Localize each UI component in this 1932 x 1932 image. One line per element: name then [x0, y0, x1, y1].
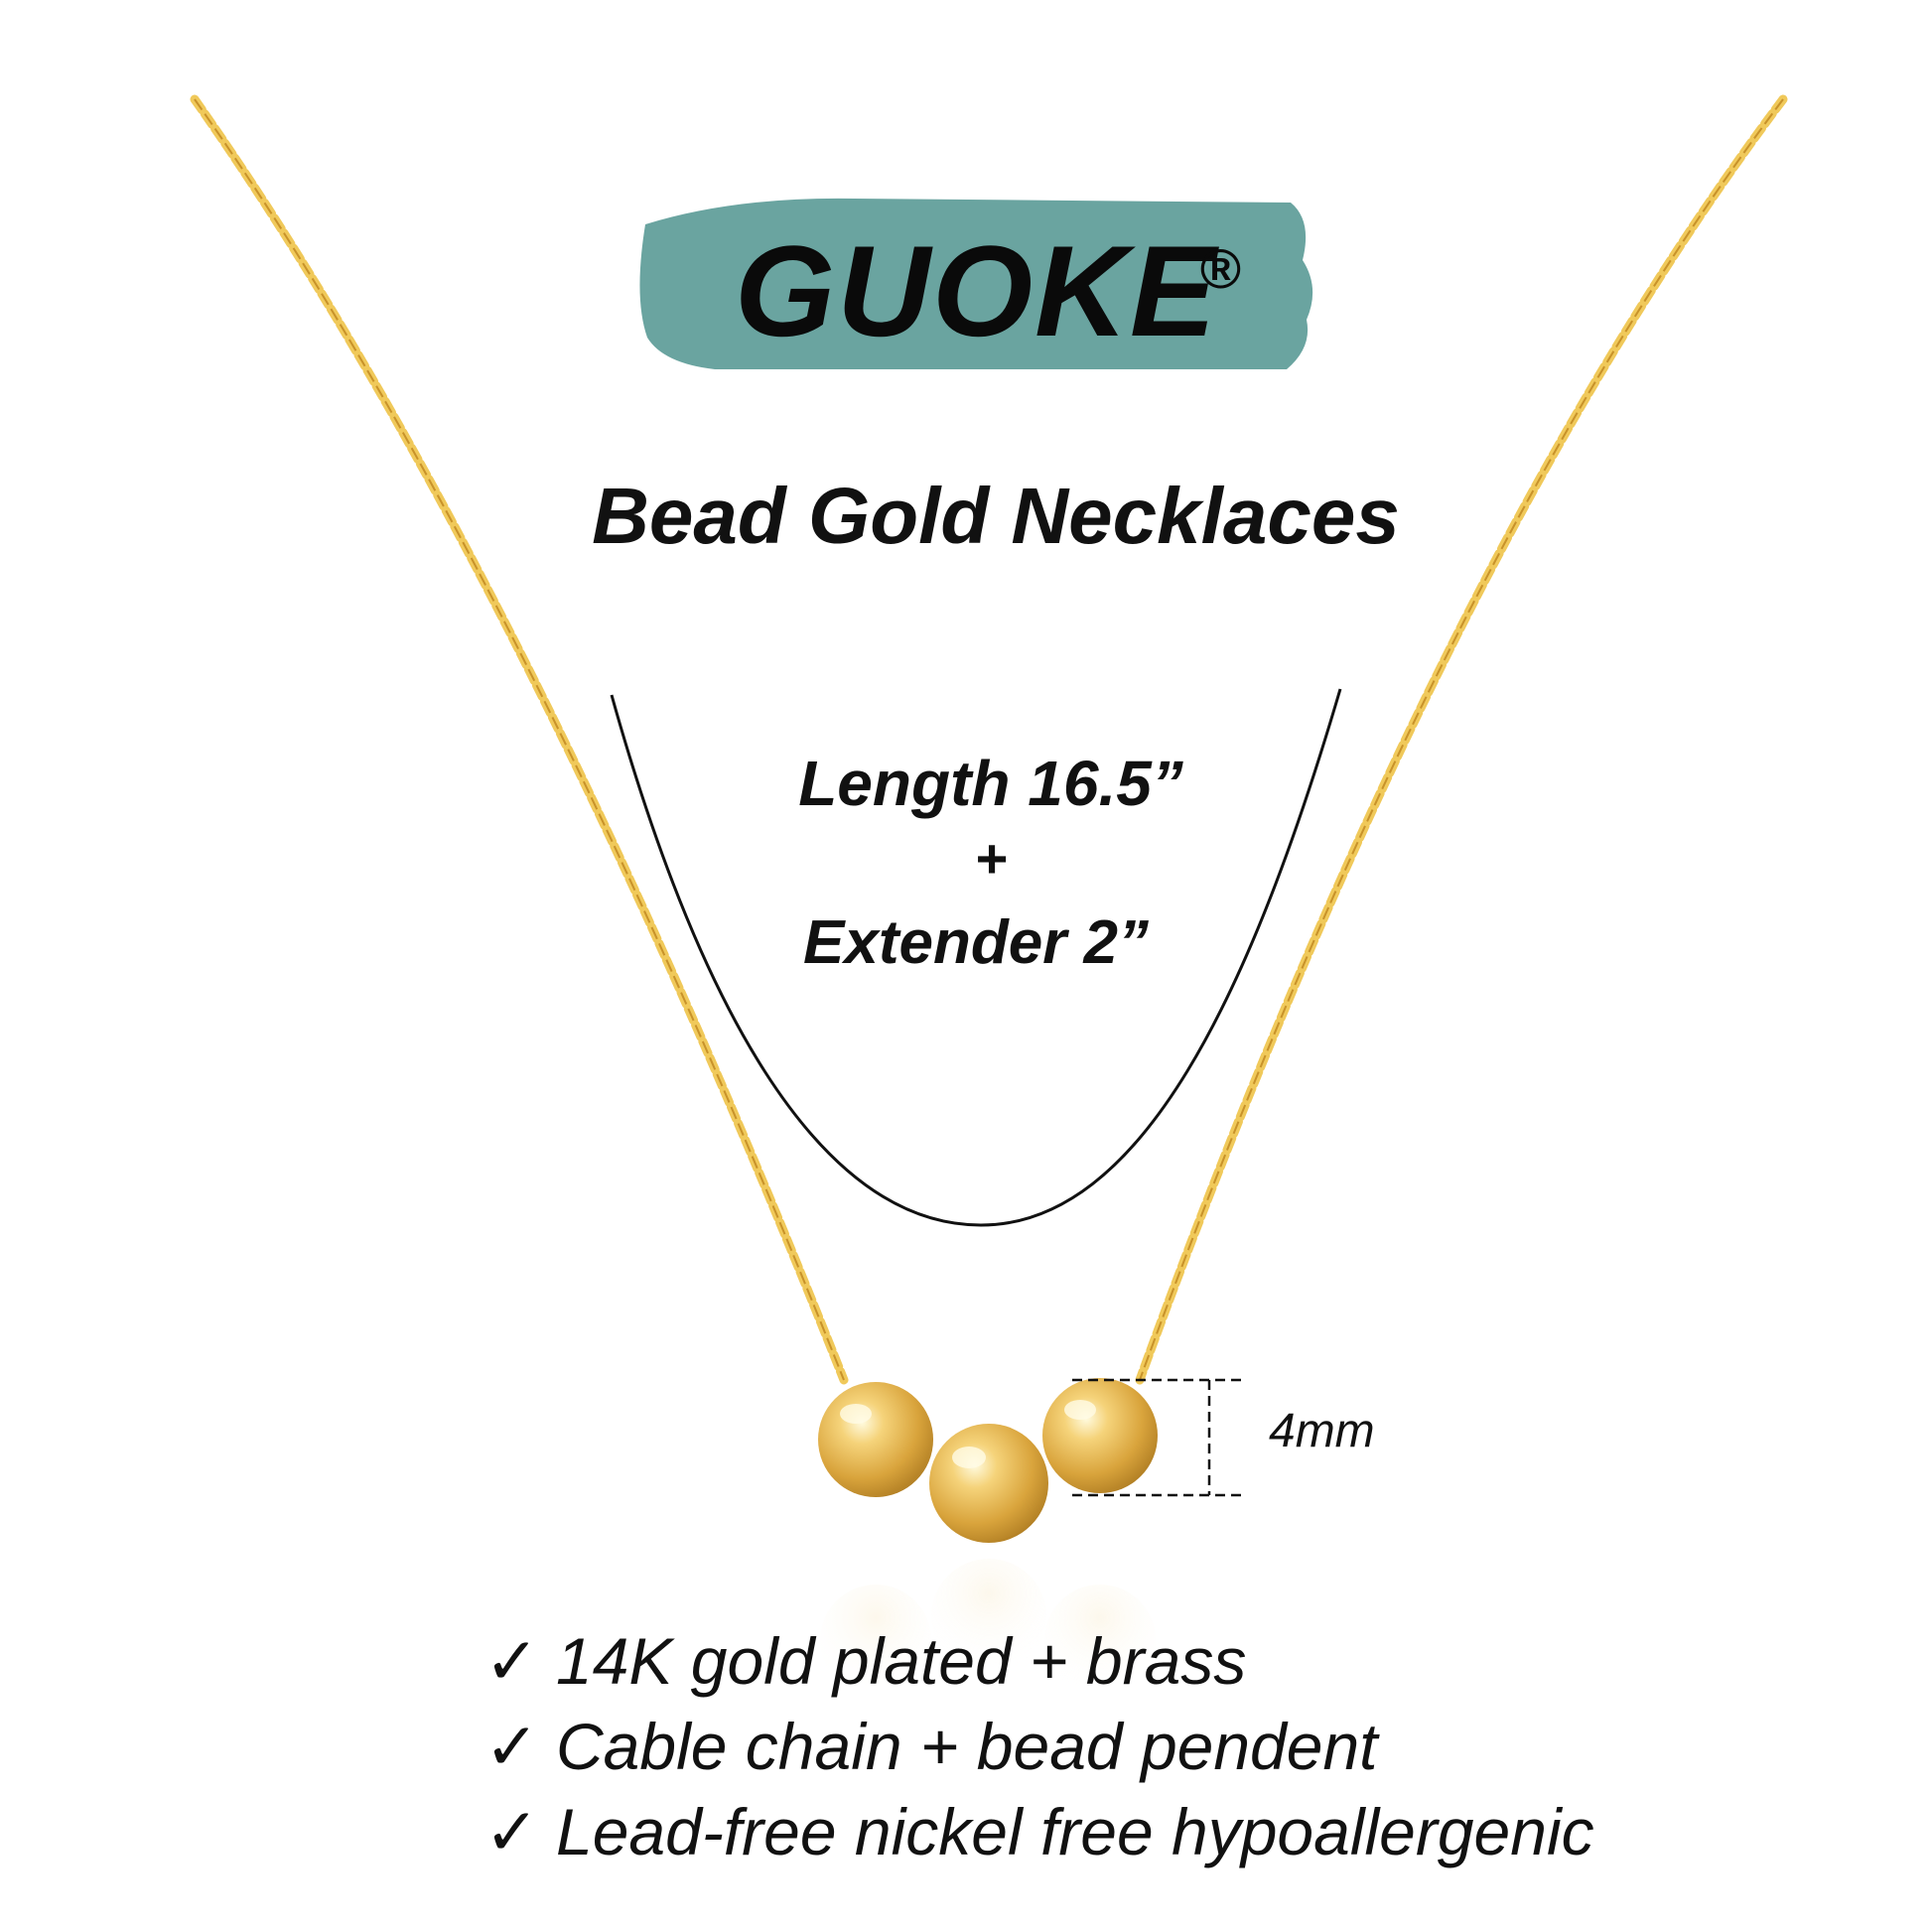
checkmark-icon: ✓: [484, 1709, 540, 1783]
bead-center: [929, 1424, 1048, 1543]
product-title: Bead Gold Necklaces: [592, 472, 1400, 560]
paint-stroke-icon: [639, 198, 1313, 369]
dimension-marker: [1072, 1378, 1245, 1497]
feature-item: ✓ Lead-free nickel free hypoallergenic: [484, 1789, 1594, 1874]
feature-item: ✓ 14K gold plated + brass: [484, 1618, 1594, 1704]
necklace-chain: [190, 94, 1788, 1385]
brand-name: GUOKE: [735, 218, 1218, 363]
extender-label: Extender 2”: [802, 908, 1150, 977]
length-curve: [610, 688, 1342, 1227]
bead-right: [1042, 1378, 1158, 1493]
bead-size-label: 4mm: [1269, 1405, 1375, 1457]
bead-pendant: [818, 1378, 1158, 1543]
plus-sign: +: [974, 827, 1008, 890]
registered-mark: ®: [1199, 237, 1241, 300]
feature-text: Lead-free nickel free hypoallergenic: [556, 1795, 1594, 1868]
feature-list: ✓ 14K gold plated + brass ✓ Cable chain …: [484, 1618, 1594, 1874]
feature-text: Cable chain + bead pendent: [556, 1710, 1378, 1783]
bead-reflection: [820, 1559, 1156, 1696]
length-label: Length 16.5”: [798, 748, 1183, 819]
feature-item: ✓ Cable chain + bead pendent: [484, 1704, 1594, 1789]
bead-left: [818, 1382, 933, 1497]
feature-text: 14K gold plated + brass: [556, 1624, 1247, 1698]
checkmark-icon: ✓: [484, 1794, 540, 1868]
checkmark-icon: ✓: [484, 1623, 540, 1698]
